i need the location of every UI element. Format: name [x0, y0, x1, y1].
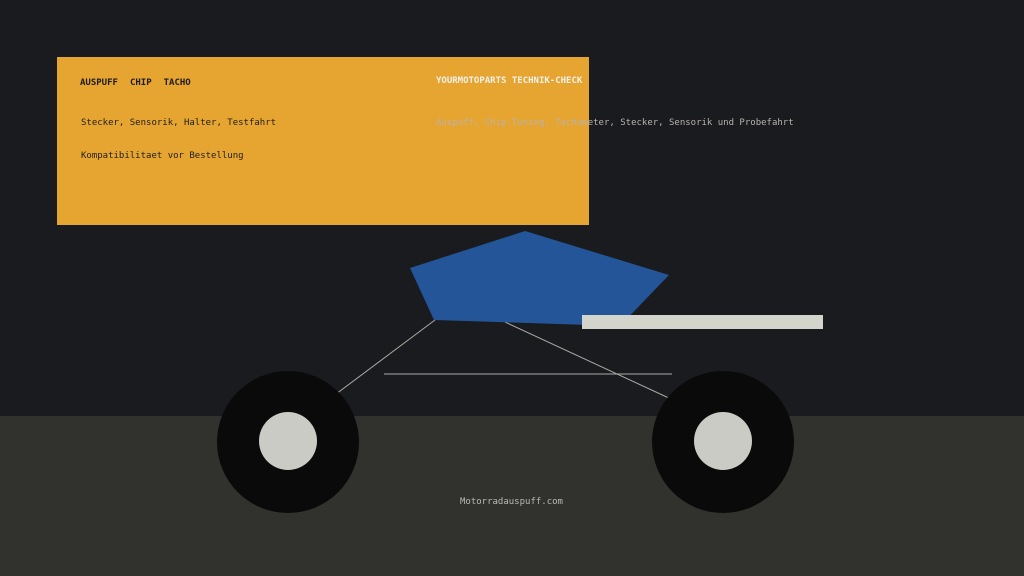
ground [0, 416, 1024, 576]
footer-url-link[interactable]: Motorradauspuff.com [460, 497, 563, 507]
brand-heading: YOURMOTOPARTS TECHNIK-CHECK [436, 76, 583, 86]
nav-item-tacho[interactable]: TACHO [163, 78, 191, 88]
frame-front-strut [319, 319, 436, 407]
front-hub [259, 412, 317, 470]
seat [582, 315, 823, 329]
nav-item-chip[interactable]: CHIP [129, 78, 152, 88]
frame-rear-strut [504, 321, 687, 407]
rear-hub [694, 412, 752, 470]
nav-item-auspuff[interactable]: AUSPUFF [80, 78, 118, 88]
nav-menu: AUSPUFF CHIP TACHO [80, 78, 191, 89]
fuel-tank [410, 231, 669, 326]
panel-text-compatibility: Kompatibilitaet vor Bestellung [81, 151, 244, 161]
info-panel [57, 57, 589, 225]
brand-description: Auspuff, Chip-Tuning, Tachometer, Stecke… [436, 118, 794, 128]
panel-text-checklist: Stecker, Sensorik, Halter, Testfahrt [81, 118, 277, 128]
